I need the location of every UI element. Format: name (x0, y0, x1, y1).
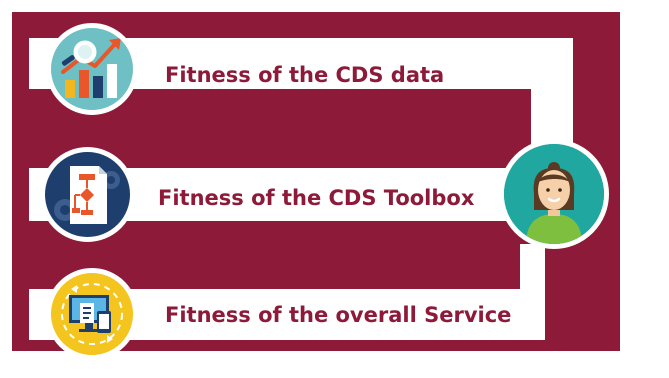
step-label-toolbox: Fitness of the CDS Toolbox (158, 186, 475, 210)
user-engagement-label-wrapper: User Engagement (621, 85, 645, 295)
user-engagement-label: User Engagement (620, 84, 645, 296)
user-avatar-icon (499, 139, 609, 249)
data-analysis-icon (46, 23, 138, 115)
service-devices-icon (46, 268, 138, 360)
step-label-service: Fitness of the overall Service (165, 303, 512, 327)
step-label-data: Fitness of the CDS data (165, 63, 445, 87)
workflow-document-icon (40, 147, 135, 242)
